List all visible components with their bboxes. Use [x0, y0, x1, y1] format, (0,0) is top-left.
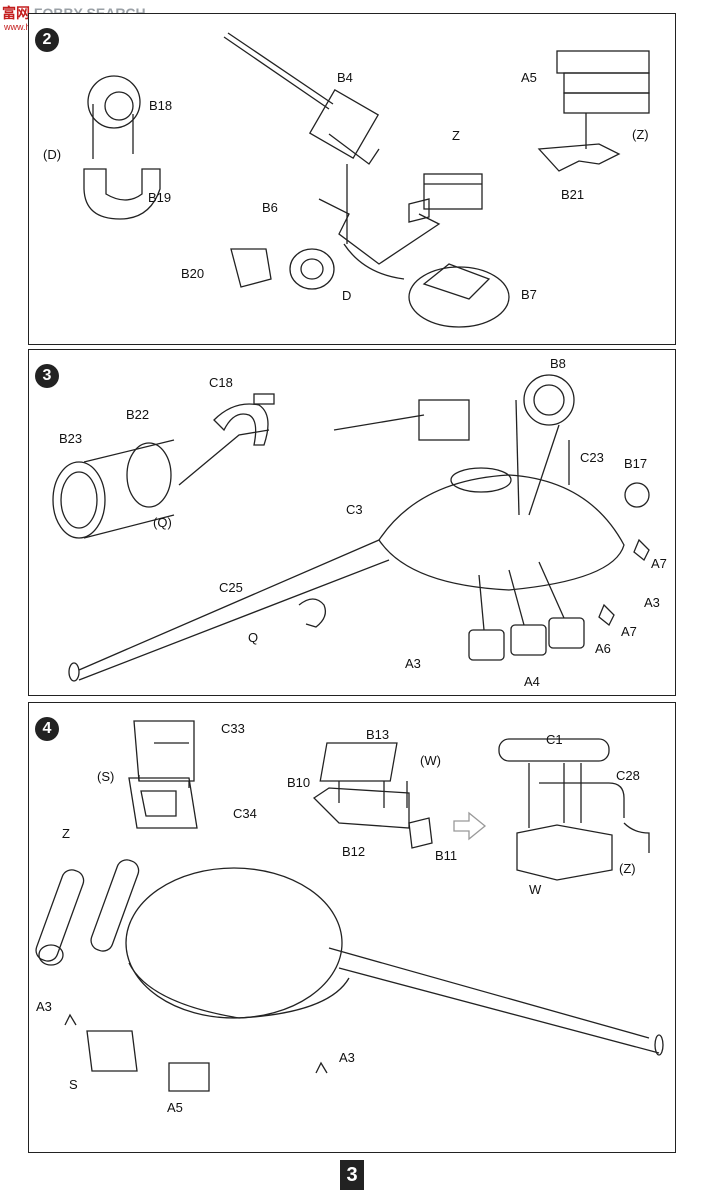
label-Z-step4: Z [62, 826, 70, 841]
label-A5-step4: A5 [167, 1100, 183, 1115]
step-2-panel: 2 [28, 13, 676, 345]
label-Q: Q [248, 630, 259, 645]
label-B12: B12 [342, 844, 366, 859]
label-C28: C28 [616, 768, 640, 783]
step-2-illustration [83, 32, 650, 328]
label-A7-lower: A7 [621, 624, 637, 639]
label-B19: B19 [148, 190, 172, 205]
label-S: S [69, 1077, 78, 1092]
label-B11: B11 [435, 848, 458, 863]
step-number-2: 2 [35, 28, 59, 52]
label-B13: B13 [366, 727, 390, 742]
label-B6: B6 [262, 200, 278, 215]
label-A6: A6 [595, 641, 611, 656]
label-Z: Z [452, 128, 460, 143]
label-B10: B10 [287, 775, 311, 790]
label-A3-right-step4: A3 [339, 1050, 355, 1065]
step-3-illustration [52, 374, 650, 682]
step-number-4: 4 [35, 717, 59, 741]
label-C23: C23 [580, 450, 604, 465]
label-C25: C25 [219, 580, 243, 595]
label-A4: A4 [524, 674, 540, 689]
label-B23: B23 [59, 431, 83, 446]
step-4-panel: 4 [28, 702, 676, 1153]
label-B17: B17 [624, 456, 648, 471]
label-W: W [529, 882, 542, 897]
step-number-3: 3 [35, 364, 59, 388]
label-A5: A5 [521, 70, 537, 85]
label-C33: C33 [221, 721, 245, 736]
step-4-illustration [35, 720, 664, 1092]
label-B8: B8 [550, 356, 566, 371]
label-Q-paren: (Q) [153, 515, 172, 530]
label-A3-left: A3 [405, 656, 421, 671]
label-A3-right: A3 [644, 595, 660, 610]
label-B18: B18 [149, 98, 173, 113]
label-A7-upper: A7 [651, 556, 667, 571]
label-A3-left-step4: A3 [36, 999, 52, 1014]
label-B21: B21 [561, 187, 585, 202]
label-C3: C3 [346, 502, 363, 517]
page-number: 3 [340, 1160, 364, 1190]
label-W-paren: (W) [420, 753, 441, 768]
label-D: D [342, 288, 352, 303]
label-C34: C34 [233, 806, 257, 821]
step-3-panel: 3 [28, 349, 676, 696]
label-C18: C18 [209, 375, 233, 390]
label-B7: B7 [521, 287, 537, 302]
label-B4: B4 [337, 70, 353, 85]
label-C1: C1 [546, 732, 563, 747]
label-Z-paren-step4: (Z) [619, 861, 636, 876]
label-B20: B20 [181, 266, 205, 281]
label-B22: B22 [126, 407, 150, 422]
label-D-paren: (D) [43, 147, 62, 162]
label-Z-paren: (Z) [632, 127, 649, 142]
label-S-paren: (S) [97, 769, 115, 784]
